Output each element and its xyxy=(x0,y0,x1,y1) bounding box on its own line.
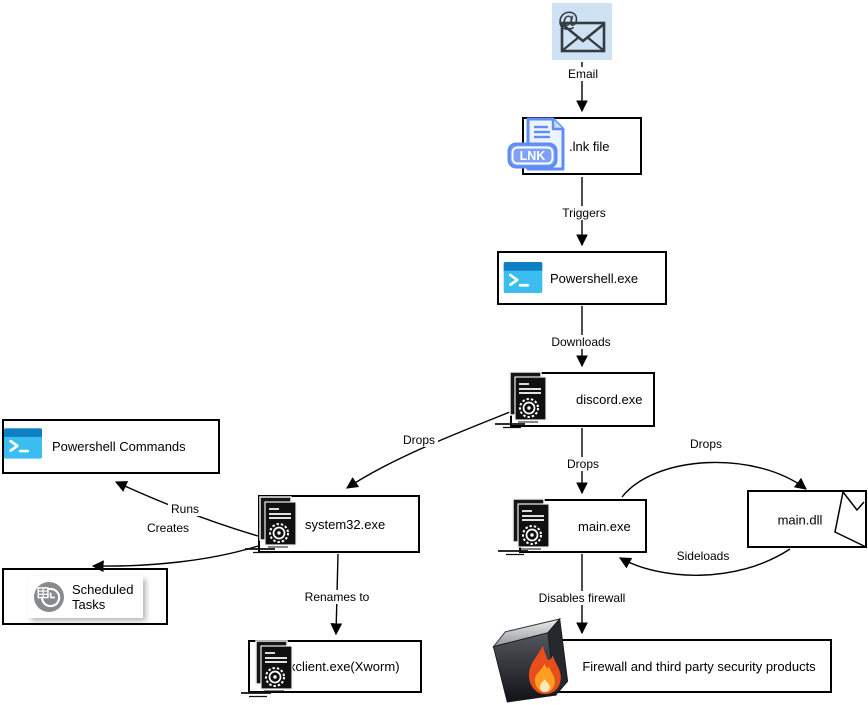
edge-label-downloads: Downloads xyxy=(548,335,614,349)
email-at-icon: @ xyxy=(558,9,606,53)
edge-label-disables-firewall: Disables firewall xyxy=(535,591,629,605)
edge-label-runs: Runs xyxy=(167,502,203,516)
edge-system32-to-schedtasks xyxy=(91,545,259,573)
edge-main-to-dll xyxy=(621,461,807,498)
edge-label-drops-main: Drops xyxy=(563,457,603,471)
executable-file-icon xyxy=(494,371,552,431)
edge-label-drops-system32: Drops xyxy=(399,433,439,447)
scheduled-tasks-card: Scheduled Tasks xyxy=(28,576,143,618)
task-scheduler-icon xyxy=(34,582,64,612)
firewall-cube-icon xyxy=(492,617,569,703)
node-firewall: Firewall and third party security produc… xyxy=(540,639,832,693)
edge-label-sideloads: Sideloads xyxy=(673,549,733,563)
node-label-main-dll: main.dll xyxy=(777,512,823,528)
node-label: Powershell.exe xyxy=(550,270,639,286)
powershell-terminal-icon xyxy=(503,262,543,293)
node-label: .lnk file xyxy=(569,138,610,154)
svg-text:LNK: LNK xyxy=(520,149,546,163)
email-node: @ xyxy=(552,3,612,60)
edge-label-email: Email xyxy=(564,67,602,81)
edge-label-triggers: Triggers xyxy=(559,206,609,220)
executable-file-icon xyxy=(497,498,555,558)
node-label: Firewall and third party security produc… xyxy=(582,658,816,674)
node-label: system32.exe xyxy=(305,516,386,532)
edge-label-drops-dll: Drops xyxy=(686,437,726,451)
node-label: main.exe xyxy=(578,518,631,534)
lnk-file-icon: LNK xyxy=(507,117,565,171)
executable-file-icon xyxy=(244,496,302,556)
edge-label-renames-to: Renames to xyxy=(301,590,373,604)
edge-dll-to-main xyxy=(618,548,791,576)
node-label: Scheduled Tasks xyxy=(72,582,134,612)
edge-label-creates: Creates xyxy=(143,521,193,535)
executable-file-icon xyxy=(240,640,298,700)
node-label: discord.exe xyxy=(576,392,643,407)
edge-discord-to-system32 xyxy=(346,411,511,489)
powershell-terminal-icon xyxy=(4,427,42,460)
node-label: xclient.exe(Xworm) xyxy=(289,659,400,674)
node-label: Powershell Commands xyxy=(52,439,186,454)
